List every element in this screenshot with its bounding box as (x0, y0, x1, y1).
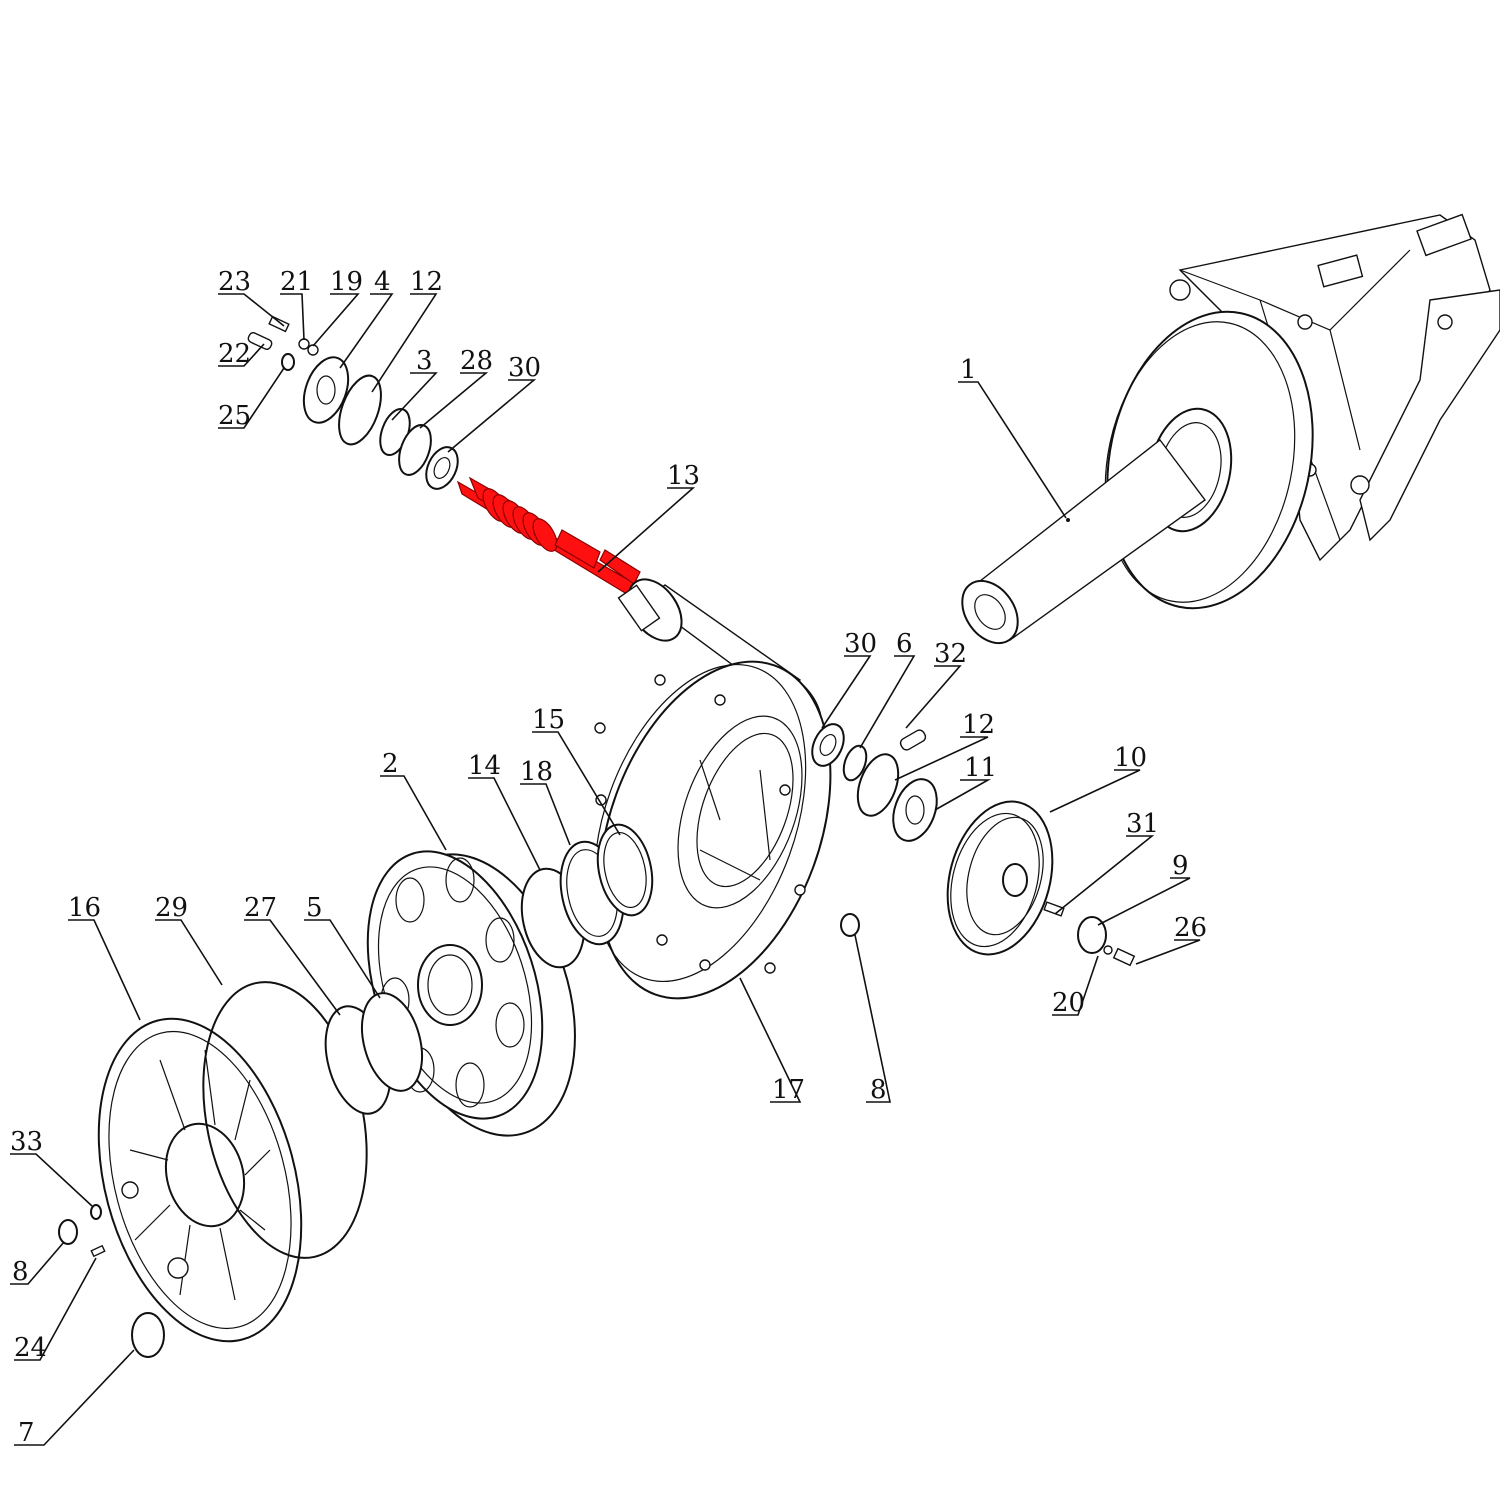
callout-27: 27 (244, 893, 277, 923)
callout-25: 25 (218, 401, 251, 431)
callout-4: 4 (374, 267, 391, 297)
callout-2: 2 (382, 749, 399, 779)
part-16-cover-plate (97, 1017, 303, 1343)
part-8-plug-left (58, 1219, 78, 1245)
part-24-screw (90, 1244, 106, 1258)
part-17-housing (593, 660, 832, 1000)
callout-1: 1 (960, 355, 977, 385)
part-19-nut (307, 344, 319, 356)
part-11-flange (892, 778, 938, 842)
callout-8-left: 8 (12, 1257, 29, 1287)
part-30-bearing-lower (811, 723, 845, 767)
part-31-key (1043, 901, 1065, 917)
part-21-washer (298, 338, 310, 350)
callout-labels: 23 21 19 4 12 22 25 3 28 30 13 1 30 6 32… (10, 267, 1207, 1448)
callout-8-right: 8 (870, 1075, 887, 1105)
callout-23: 23 (218, 267, 251, 297)
part-33-oring (90, 1204, 102, 1220)
callout-16: 16 (68, 893, 101, 923)
callout-6: 6 (896, 629, 913, 659)
callout-15: 15 (532, 705, 565, 735)
part-23-bolt (268, 315, 290, 333)
part-4-flange (302, 356, 350, 424)
part-12-gasket-upper (338, 374, 382, 446)
callout-26: 26 (1174, 913, 1207, 943)
callout-9: 9 (1172, 851, 1189, 881)
leader-lines (10, 293, 1201, 1446)
part-20-washer (1103, 945, 1113, 955)
callout-33: 33 (10, 1127, 43, 1157)
part-32-pin (899, 729, 927, 751)
part-7-cap (131, 1312, 165, 1358)
part-30-bearing-upper (425, 446, 459, 490)
callout-17: 17 (772, 1075, 805, 1105)
callout-30-lower: 30 (844, 629, 877, 659)
callout-12-upper: 12 (410, 267, 443, 297)
part-12-gasket-lower (856, 753, 900, 817)
callout-11: 11 (964, 753, 997, 783)
callout-14: 14 (468, 751, 501, 781)
callout-5: 5 (306, 893, 323, 923)
part-13-worm-shaft (456, 476, 647, 603)
part-22-pin (247, 332, 273, 350)
callout-12-lower: 12 (962, 710, 995, 740)
callout-22: 22 (218, 339, 251, 369)
callout-28: 28 (460, 346, 493, 376)
callout-18: 18 (520, 757, 553, 787)
callout-20: 20 (1052, 988, 1085, 1018)
callout-10: 10 (1114, 743, 1147, 773)
part-10-pulley (946, 800, 1054, 956)
callout-21: 21 (280, 267, 313, 297)
part-8-plug-right (840, 913, 860, 937)
part-25-nut (281, 353, 295, 371)
callout-32: 32 (934, 639, 967, 669)
callout-31: 31 (1126, 809, 1159, 839)
part-9-washer (1077, 916, 1107, 954)
callout-13: 13 (667, 461, 700, 491)
part-26-bolt (1112, 947, 1136, 967)
part-5-ring (361, 992, 423, 1092)
callout-30-upper: 30 (508, 353, 541, 383)
callout-19: 19 (330, 267, 363, 297)
callout-24: 24 (14, 1333, 47, 1363)
part-15-ring (596, 823, 654, 917)
callout-7: 7 (18, 1418, 35, 1448)
worm-thread (482, 488, 558, 552)
callout-3: 3 (416, 346, 433, 376)
part-1-main-assembly (961, 213, 1500, 645)
callout-29: 29 (155, 893, 188, 923)
